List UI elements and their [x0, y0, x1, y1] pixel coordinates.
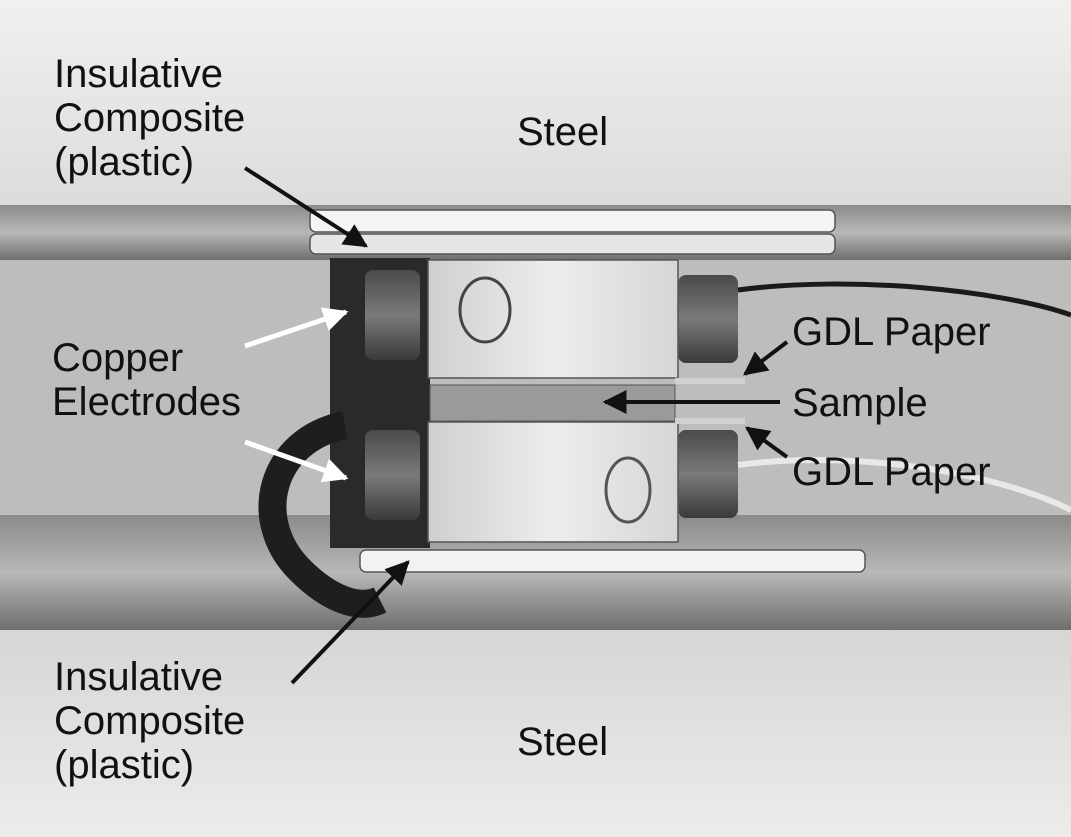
label-insulative-top-line3: (plastic): [54, 140, 195, 184]
label-insulative-top: Insulative Composite (plastic): [54, 52, 245, 184]
label-insulative-bottom-line2: Composite: [54, 699, 246, 743]
arrow-insulative-top: [243, 166, 369, 248]
label-insulative-bottom-line1: Insulative: [54, 655, 223, 699]
label-copper-line2: Electrodes: [52, 380, 241, 424]
knob-top-left: [365, 270, 420, 360]
label-sample: Sample: [792, 381, 928, 425]
knob-bottom-left: [365, 430, 420, 520]
label-copper-line1: Copper: [52, 336, 184, 380]
gdl-paper-bottom: [675, 418, 745, 424]
label-gdl-paper-top: GDL Paper: [792, 310, 991, 354]
arrow-gdl-bottom: [745, 426, 789, 459]
insulative-strip-bottom: [359, 549, 866, 573]
label-insulative-bottom: Insulative Composite (plastic): [54, 655, 245, 787]
wire-right-top: [737, 281, 1071, 318]
arrow-copper-bottom: [244, 439, 349, 483]
label-insulative-top-line1: Insulative: [54, 52, 223, 96]
label-gdl-paper-bottom: GDL Paper: [792, 450, 991, 494]
label-insulative-top-line2: Composite: [54, 96, 246, 140]
electrode-block-top: [427, 259, 679, 379]
knob-bottom-right: [678, 430, 738, 518]
steel-plate-bottom: [0, 630, 1071, 837]
label-insulative-bottom-line3: (plastic): [54, 743, 195, 787]
electrode-block-bottom: [427, 421, 679, 543]
arrow-copper-top: [244, 307, 349, 349]
steel-plate-top: [0, 0, 1071, 205]
arrow-insulative-bottom: [290, 560, 410, 685]
insulative-strip-top-2: [309, 233, 836, 255]
label-steel-bottom: Steel: [517, 720, 609, 764]
label-steel-top: Steel: [517, 110, 609, 154]
insulative-strip-top: [309, 209, 836, 233]
arrow-gdl-top: [743, 340, 789, 376]
label-copper-electrodes: Copper Electrodes: [52, 336, 241, 424]
gdl-paper-top: [675, 378, 745, 384]
knob-top-right: [678, 275, 738, 363]
wire-left: [258, 411, 387, 618]
wire-right-bottom: [737, 457, 1071, 513]
block-hole-bottom: [604, 456, 652, 524]
block-hole-top: [458, 276, 512, 344]
